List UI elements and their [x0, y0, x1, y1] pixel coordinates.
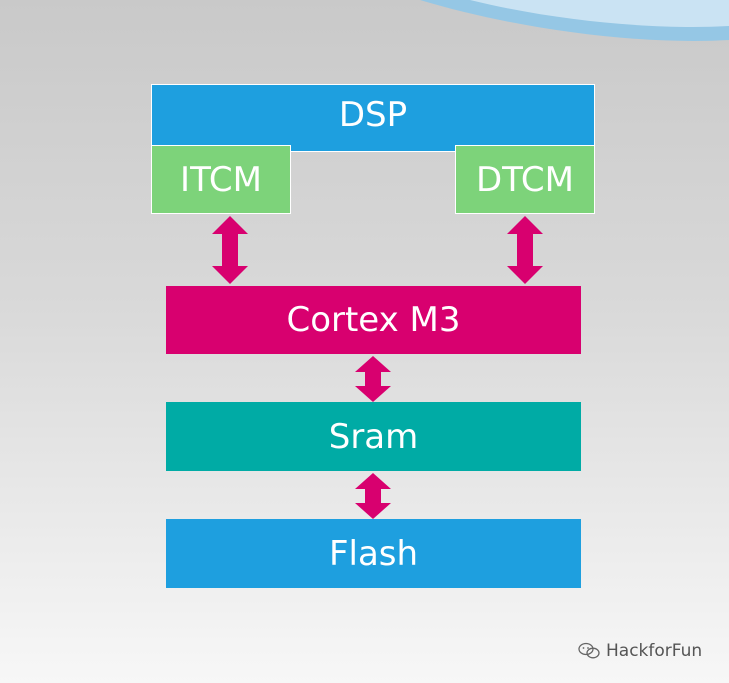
sram-label: Sram	[328, 416, 419, 457]
flash-block: Flash	[166, 519, 581, 588]
sram-flash-arrow	[355, 473, 391, 519]
watermark: HackforFun	[578, 641, 702, 661]
dtcm-label: DTCM	[475, 159, 575, 200]
cortex-label: Cortex M3	[286, 300, 461, 340]
sram-block: Sram	[166, 402, 581, 471]
decorative-swoosh	[420, 0, 729, 41]
wechat-icon	[578, 642, 600, 659]
flash-label: Flash	[328, 533, 419, 574]
cortex-sram-arrow	[355, 356, 391, 402]
dsp-block: DSP	[151, 84, 595, 152]
watermark-text: HackforFun	[606, 641, 703, 661]
cortex-m3-block: Cortex M3	[166, 286, 581, 354]
itcm-cortex-arrow	[212, 216, 248, 284]
itcm-label: ITCM	[180, 159, 262, 200]
dsp-label: DSP	[338, 95, 408, 135]
dtcm-block: DTCM	[455, 145, 595, 214]
dtcm-cortex-arrow	[507, 216, 543, 284]
itcm-block: ITCM	[151, 145, 291, 214]
